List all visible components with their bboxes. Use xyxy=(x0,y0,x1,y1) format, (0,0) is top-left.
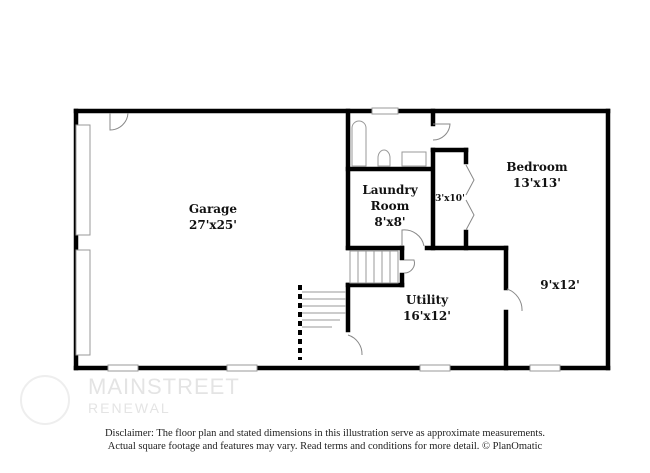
alcove-size: 9'x12' xyxy=(540,278,580,292)
watermark-logo: MAINSTREET RENEWAL xyxy=(20,375,239,425)
garage-size: 27'x25' xyxy=(189,218,237,232)
walls xyxy=(73,108,611,371)
bathtub-icon xyxy=(351,120,367,167)
laundry-size: 8'x8' xyxy=(374,215,405,229)
stairs xyxy=(302,250,399,328)
watermark-line2: RENEWAL xyxy=(88,400,171,416)
toilet-icon xyxy=(377,149,391,167)
windows xyxy=(75,107,561,372)
laundry-name-2: Room xyxy=(371,199,410,213)
bath-fixtures xyxy=(351,120,427,167)
bedroom-size: 13'x13' xyxy=(513,176,561,190)
watermark-line1: MAINSTREET xyxy=(88,374,240,399)
disclaimer: Disclaimer: The floor plan and stated di… xyxy=(0,428,650,453)
disclaimer-line2: Actual square footage and features may v… xyxy=(107,440,543,452)
utility-name: Utility xyxy=(406,293,449,307)
closet-size: 3'x10' xyxy=(435,194,465,204)
doors xyxy=(109,112,523,356)
laundry-name-1: Laundry xyxy=(362,183,418,197)
logo-ring-icon xyxy=(20,375,70,425)
sink-icon xyxy=(401,151,427,167)
utility-size: 16'x12' xyxy=(403,309,451,323)
disclaimer-line1: Disclaimer: The floor plan and stated di… xyxy=(104,428,546,439)
bedroom-name: Bedroom xyxy=(506,160,567,174)
room-labels: Garage 27'x25' Laundry Room 8'x8' 3'x10'… xyxy=(189,160,580,323)
garage-name: Garage xyxy=(189,202,238,216)
